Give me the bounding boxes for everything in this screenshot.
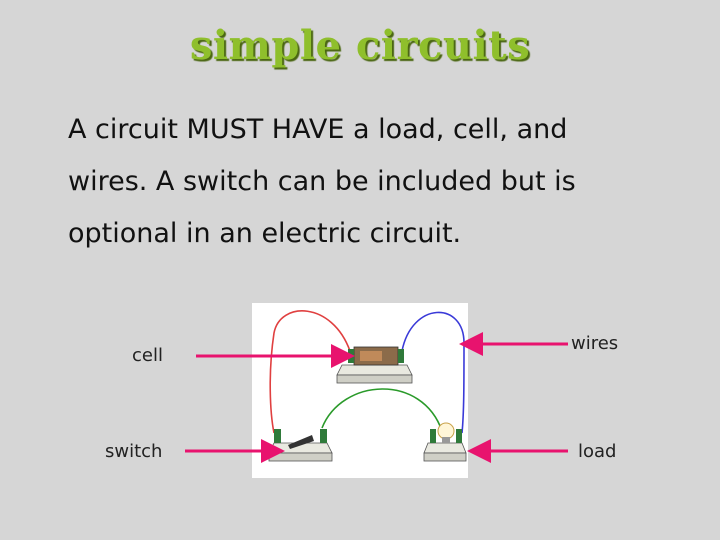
wires-label: wires	[571, 333, 619, 354]
body-line: optional in an electric circuit.	[68, 218, 462, 249]
circuit-diagram	[252, 303, 468, 478]
slide-title: simple circuits	[189, 22, 531, 69]
body-line: A circuit MUST HAVE a load, cell, and	[68, 114, 568, 145]
switch-label: switch	[105, 441, 163, 462]
red-wire	[269, 310, 351, 434]
body-line: wires. A switch can be included but is	[68, 166, 576, 197]
bulb-icon	[423, 422, 467, 462]
cell-label: cell	[132, 345, 163, 366]
circuit-illustration	[268, 310, 467, 462]
switch-icon	[268, 429, 333, 462]
green-wire	[321, 388, 443, 432]
load-label: load	[578, 441, 617, 462]
battery-icon	[336, 346, 413, 384]
slide-body: A circuit MUST HAVE a load, cell, and wi…	[68, 104, 668, 260]
